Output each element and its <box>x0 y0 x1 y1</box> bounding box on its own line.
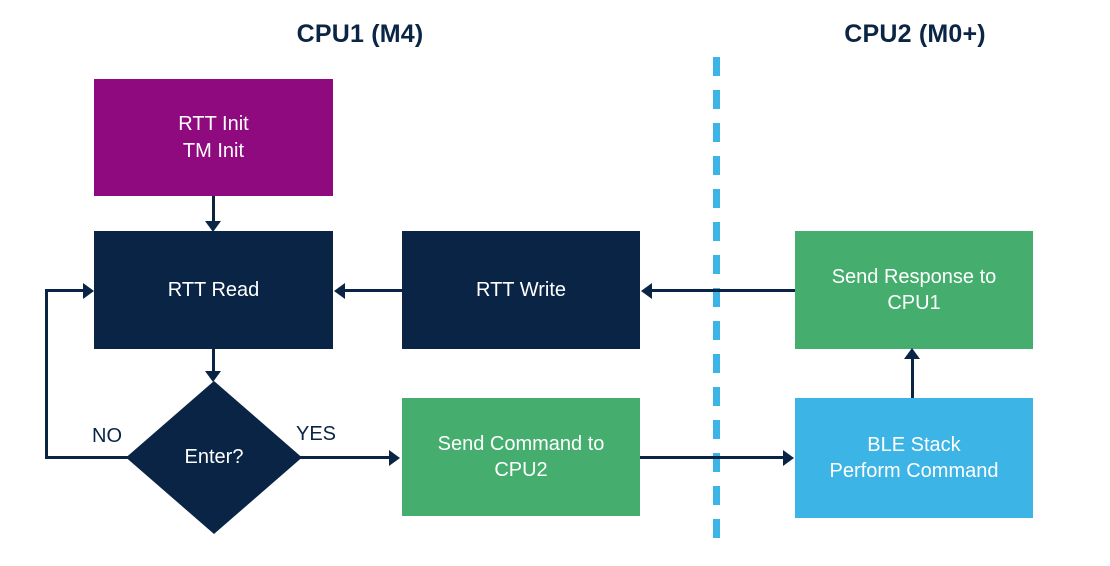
node-rtt-write-label: RTT Write <box>475 278 566 301</box>
node-decision-label: Enter? <box>184 446 244 468</box>
edge-yes-arrowhead <box>389 450 400 466</box>
node-send-command-line1: Send Command to <box>437 432 605 455</box>
edge-yes-line <box>300 456 392 459</box>
node-send-response-line2: CPU1 <box>887 292 941 314</box>
edge-send-command-to-ble-stack-line <box>640 456 786 459</box>
node-send-response-to-cpu1[interactable]: Send Response to CPU1 <box>795 231 1033 349</box>
node-send-command-to-cpu2[interactable]: Send Command to CPU2 <box>402 398 640 516</box>
node-rtt-write[interactable]: RTT Write <box>402 231 640 349</box>
lane-divider-dashed-line <box>713 57 720 547</box>
edge-rtt-write-to-rtt-read-arrowhead <box>334 283 345 299</box>
node-rtt-read[interactable]: RTT Read <box>94 231 333 349</box>
edge-label-no: NO <box>92 425 122 447</box>
edge-no-loop-left-segment <box>45 289 48 459</box>
lane-title-cpu2: CPU2 (M0+) <box>844 20 986 48</box>
node-ble-stack-perform-command[interactable]: BLE Stack Perform Command <box>795 398 1033 518</box>
node-rtt-init-line1: RTT Init <box>178 113 249 136</box>
node-ble-stack-line2: Perform Command <box>829 460 999 482</box>
edge-no-loop-arrowhead <box>83 283 94 299</box>
edge-init-to-rtt-read-arrowhead <box>205 221 221 232</box>
edge-rtt-read-to-decision-arrowhead <box>205 371 221 382</box>
node-ble-stack-line1: BLE Stack <box>867 433 961 456</box>
edge-no-loop-bottom-segment <box>45 456 129 459</box>
edge-ble-stack-to-send-response-arrowhead <box>904 348 920 359</box>
node-rtt-init-line2: TM Init <box>182 139 245 162</box>
edge-init-to-rtt-read-line <box>212 196 215 224</box>
edge-rtt-read-to-decision-line <box>212 349 215 374</box>
edge-label-yes: YES <box>296 423 337 445</box>
node-rtt-init-tm-init[interactable]: RTT Init TM Init <box>94 79 333 196</box>
node-decision-enter[interactable]: Enter? <box>126 381 302 534</box>
edge-send-command-to-ble-stack-arrowhead <box>783 450 794 466</box>
lane-title-cpu1: CPU1 (M4) <box>296 20 424 48</box>
edge-send-response-to-rtt-write-arrowhead <box>641 283 652 299</box>
edge-send-response-to-rtt-write-line <box>652 289 795 292</box>
node-rtt-read-label: RTT Read <box>167 278 260 301</box>
node-send-command-line2: CPU2 <box>494 459 548 481</box>
edge-no-loop-top-segment <box>45 289 89 292</box>
node-send-response-line1: Send Response to <box>831 265 997 288</box>
edge-ble-stack-to-send-response-line <box>911 358 914 398</box>
edge-rtt-write-to-rtt-read-line <box>345 289 402 292</box>
